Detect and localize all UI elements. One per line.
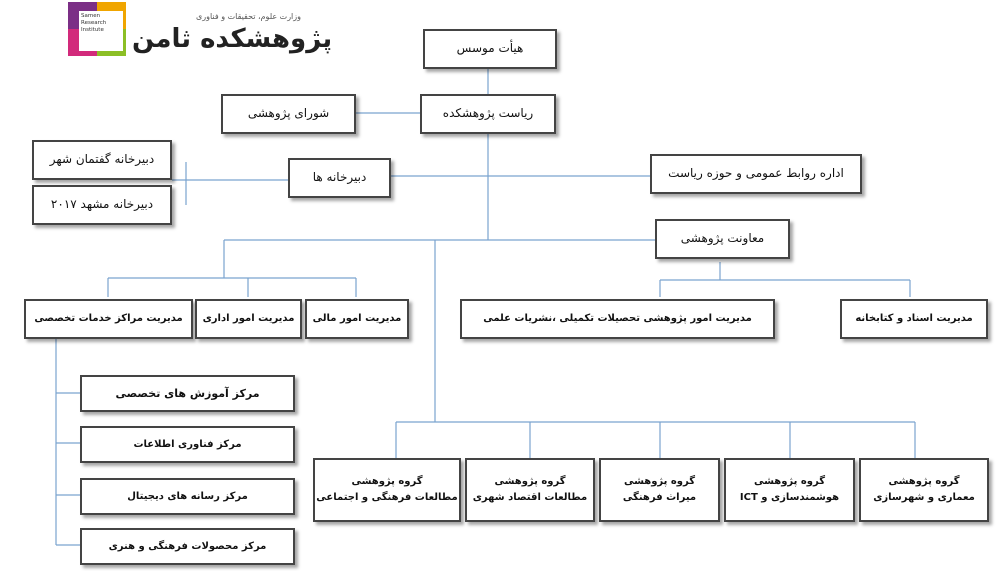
node-center-cultural-products-label: مرکز محصولات فرهنگی و هنری <box>108 540 267 552</box>
node-mashhad-2017-label: دبیرخانه مشهد ۲۰۱۷ <box>50 197 154 212</box>
node-presidency-label: ریاست پژوهشکده <box>442 106 534 121</box>
node-research-deputy-label: معاونت پژوهشی <box>680 231 765 246</box>
node-public-relations-label: اداره روابط عمومی و حوزه ریاست <box>668 166 844 181</box>
node-graduate-studies: مدیریت امور پژوهشی تحصیلات تکمیلی ،نشریا… <box>460 299 775 339</box>
node-center-training: مرکز آموزش های تخصصی <box>80 375 295 412</box>
node-group-heritage: گروه پژوهشی میراث فرهنگی <box>599 458 720 522</box>
node-group-architecture: گروه پژوهشی معماری و شهرسازی <box>859 458 989 522</box>
node-group-social-cultural: گروه پژوهشی مطالعات فرهنگی و اجتماعی <box>313 458 461 522</box>
node-center-cultural-products: مرکز محصولات فرهنگی و هنری <box>80 528 295 565</box>
institute-logo: Samen Research Institute وزارت علوم، تحق… <box>68 2 343 64</box>
node-group-smart-ict: گروه پژوهشی هوشمندسازی و ICT <box>724 458 855 522</box>
node-board-label: هیأت موسس <box>456 41 524 56</box>
node-admin-affairs-label: مدیریت امور اداری <box>202 313 295 324</box>
node-finance: مدیریت امور مالی <box>305 299 409 339</box>
node-center-digital-media: مرکز رسانه های دیجیتال <box>80 478 295 515</box>
group-name: هوشمندسازی و ICT <box>739 492 840 503</box>
node-research-council: شورای پژوهشی <box>221 94 356 134</box>
group-name: مطالعات اقتصاد شهری <box>472 492 588 503</box>
logo-brand: پژوهشکده ثامن <box>132 24 333 54</box>
node-secretariats: دبیرخانه ها <box>288 158 391 198</box>
node-presidency: ریاست پژوهشکده <box>420 94 556 134</box>
node-admin-affairs: مدیریت امور اداری <box>195 299 302 339</box>
node-mashhad-2017: دبیرخانه مشهد ۲۰۱۷ <box>32 185 172 225</box>
node-center-it: مرکز فناوری اطلاعات <box>80 426 295 463</box>
logo-ministry: وزارت علوم، تحقیقات و فناوری <box>196 12 301 21</box>
logo-institute-name: Samen Research Institute <box>79 11 123 51</box>
group-title: گروه پژوهشی <box>351 476 423 487</box>
group-name: میراث فرهنگی <box>622 492 697 503</box>
group-title: گروه پژوهشی <box>753 476 826 487</box>
node-board: هیأت موسس <box>423 29 557 69</box>
node-group-urban-economics: گروه پژوهشی مطالعات اقتصاد شهری <box>465 458 595 522</box>
node-city-discourse-label: دبیرخانه گفتمان شهر <box>49 152 155 167</box>
node-city-discourse: دبیرخانه گفتمان شهر <box>32 140 172 180</box>
node-secretariats-label: دبیرخانه ها <box>312 170 367 185</box>
node-specialized-centers-mgmt: مدیریت مراکز خدمات تخصصی <box>24 299 193 339</box>
group-title: گروه پژوهشی <box>623 476 696 487</box>
group-name: معماری و شهرسازی <box>873 492 975 503</box>
node-research-council-label: شورای پژوهشی <box>247 106 330 121</box>
node-center-it-label: مرکز فناوری اطلاعات <box>133 438 242 450</box>
node-graduate-studies-label: مدیریت امور پژوهشی تحصیلات تکمیلی ،نشریا… <box>483 313 752 324</box>
node-documents-library: مدیریت اسناد و کتابخانه <box>840 299 988 339</box>
node-finance-label: مدیریت امور مالی <box>312 313 402 324</box>
node-documents-library-label: مدیریت اسناد و کتابخانه <box>855 313 973 324</box>
group-name: مطالعات فرهنگی و اجتماعی <box>316 492 458 503</box>
group-title: گروه پژوهشی <box>888 476 960 487</box>
node-public-relations: اداره روابط عمومی و حوزه ریاست <box>650 154 862 194</box>
node-research-deputy: معاونت پژوهشی <box>655 219 790 259</box>
group-title: گروه پژوهشی <box>494 476 566 487</box>
node-center-digital-media-label: مرکز رسانه های دیجیتال <box>127 490 248 502</box>
node-specialized-centers-mgmt-label: مدیریت مراکز خدمات تخصصی <box>34 313 183 324</box>
node-center-training-label: مرکز آموزش های تخصصی <box>115 386 260 400</box>
